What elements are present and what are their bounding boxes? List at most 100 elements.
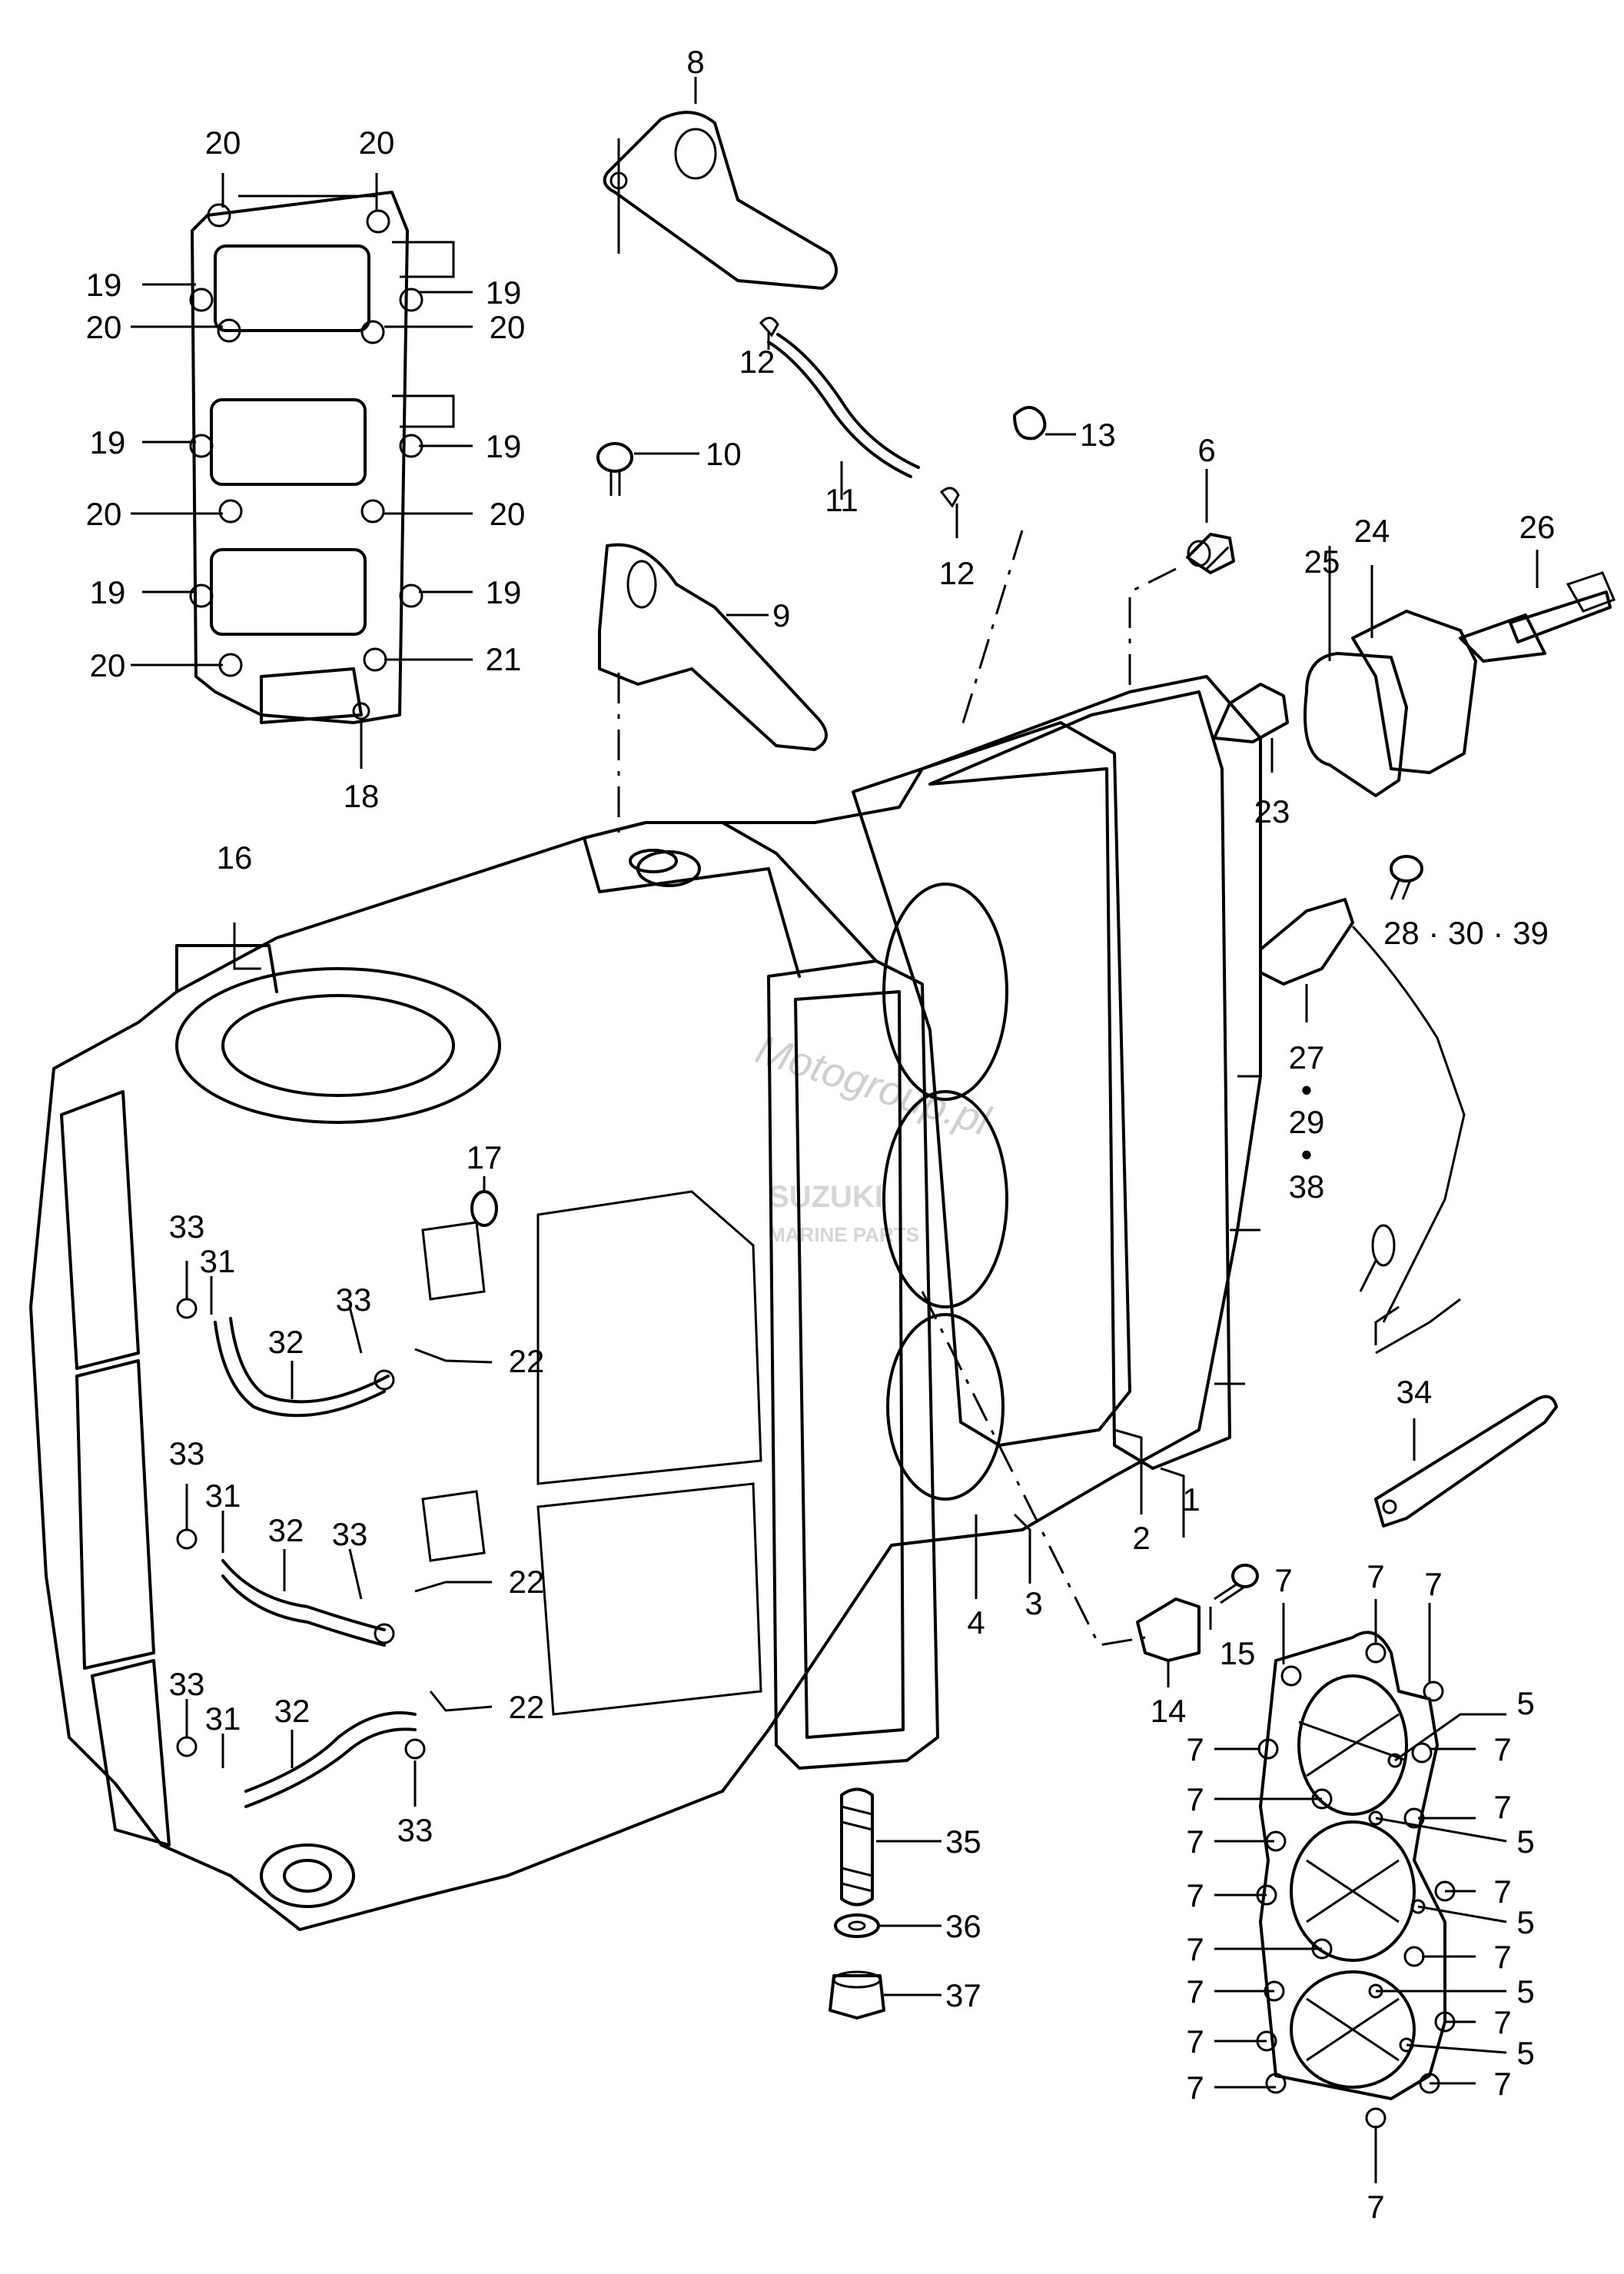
callout-32b: 32: [268, 1512, 304, 1548]
callout-3: 3: [1025, 1585, 1042, 1621]
water-hoses: [176, 1298, 426, 1808]
callout-4: 4: [967, 1604, 985, 1641]
callout-7f: 7: [1186, 1781, 1204, 1817]
callout-7e: 7: [1493, 1731, 1511, 1767]
callout-31a: 31: [200, 1243, 236, 1279]
callout-33e: 33: [169, 1666, 205, 1702]
callout-20b: 20: [359, 125, 395, 161]
callout-5a: 5: [1516, 1685, 1534, 1721]
callout-22a: 22: [509, 1343, 545, 1379]
callout-28: 28 · 30 · 39: [1383, 915, 1549, 951]
callout-23: 23: [1254, 793, 1290, 829]
reference-lines: [617, 530, 1231, 1647]
callout-38: 38: [1289, 1169, 1325, 1205]
callout-18: 18: [344, 778, 380, 814]
callout-20c: 20: [86, 309, 122, 345]
callout-7m: 7: [1186, 1973, 1204, 2010]
callout-7q: 7: [1493, 2066, 1511, 2102]
callout-7h: 7: [1186, 1824, 1204, 1860]
callout-7d: 7: [1186, 1731, 1204, 1767]
callout-10: 10: [706, 436, 742, 472]
nut-37: [829, 1970, 885, 2020]
callout-35: 35: [945, 1824, 981, 1860]
callout-5b: 5: [1516, 1824, 1534, 1860]
callout-7o: 7: [1186, 2023, 1204, 2060]
callout-16: 16: [217, 839, 253, 876]
callout-14: 14: [1151, 1693, 1187, 1729]
clip-13: [1013, 406, 1047, 441]
callout-1: 1: [1182, 1481, 1200, 1518]
callout-7i: 7: [1186, 1877, 1204, 1913]
callout-7l: 7: [1493, 1939, 1511, 1975]
callout-17: 17: [467, 1139, 503, 1175]
callout-33d: 33: [332, 1516, 368, 1552]
callout-11: 11: [825, 482, 858, 518]
callout-15: 15: [1220, 1635, 1256, 1671]
callout-7n: 7: [1493, 2004, 1511, 2040]
callout-33b: 33: [336, 1282, 372, 1318]
hose-11: [759, 317, 960, 508]
callout-27: 27: [1289, 1039, 1325, 1075]
callout-33c: 33: [169, 1435, 205, 1471]
callout-20e: 20: [86, 496, 122, 532]
callout-labels: 8 9 10 11 12 12 13 6 24 25 26 23 28 · 30…: [86, 44, 1556, 2225]
callout-32a: 32: [268, 1324, 304, 1360]
callout-12a: 12: [739, 344, 775, 380]
callout-7c: 7: [1424, 1566, 1442, 1602]
callout-20a: 20: [205, 125, 241, 161]
callout-19a: 19: [86, 267, 122, 303]
callout-9: 9: [772, 597, 790, 633]
callout-19c: 19: [90, 424, 126, 460]
callout-13: 13: [1080, 417, 1116, 453]
callout-5e: 5: [1516, 2035, 1534, 2071]
callout-7r: 7: [1367, 2189, 1384, 2225]
fitting-17: [470, 1190, 498, 1227]
callout-26: 26: [1519, 509, 1556, 545]
stud-35: [840, 1787, 874, 1907]
watermark-text: Motogroup.pl: [750, 1026, 996, 1145]
callout-34: 34: [1397, 1374, 1433, 1410]
callout-dot-b: •: [1301, 1136, 1313, 1172]
callout-33a: 33: [169, 1208, 205, 1245]
callout-8: 8: [686, 44, 704, 80]
callout-22b: 22: [509, 1564, 545, 1600]
callout-29: 29: [1289, 1104, 1325, 1140]
callout-20d: 20: [490, 309, 526, 345]
watermark-sub: MARINE PARTS: [769, 1223, 919, 1246]
callout-7a: 7: [1274, 1562, 1292, 1598]
cylinder-block: [29, 675, 1262, 1931]
sensor-27: [1259, 898, 1466, 1355]
callout-33f: 33: [397, 1812, 433, 1848]
callout-31b: 31: [205, 1478, 241, 1514]
callout-19f: 19: [486, 574, 522, 610]
callout-21: 21: [486, 641, 522, 677]
callout-7j: 7: [1493, 1873, 1511, 1910]
leader-lines: [131, 77, 1539, 2183]
callout-2: 2: [1132, 1520, 1150, 1556]
callout-37: 37: [945, 1977, 981, 2013]
callout-12b: 12: [939, 555, 975, 591]
callout-25: 25: [1304, 544, 1340, 580]
plug-6: [1186, 533, 1235, 574]
watermark: Motogroup.pl SUZUKI MARINE PARTS: [750, 1026, 996, 1246]
callout-36: 36: [945, 1908, 981, 1944]
bracket-8: [603, 111, 838, 290]
bracket-9: [598, 543, 828, 751]
callout-7p: 7: [1186, 2070, 1204, 2106]
callout-7b: 7: [1367, 1558, 1384, 1594]
callout-5c: 5: [1516, 1904, 1534, 1940]
callout-19d: 19: [486, 428, 522, 464]
intake-manifold-gasket: [189, 191, 455, 724]
callout-7k: 7: [1186, 1931, 1204, 1967]
bolt-28: [1390, 855, 1423, 900]
exhaust-cover-gasket: [1256, 1631, 1456, 2129]
callout-31c: 31: [205, 1701, 241, 1737]
callout-32c: 32: [274, 1693, 311, 1729]
callout-5d: 5: [1516, 1973, 1534, 2010]
thermostat-cover-assembly: [1213, 571, 1616, 797]
tool-34: [1374, 1395, 1558, 1528]
bolt-15: [1214, 1564, 1259, 1604]
callout-6: 6: [1197, 432, 1215, 468]
